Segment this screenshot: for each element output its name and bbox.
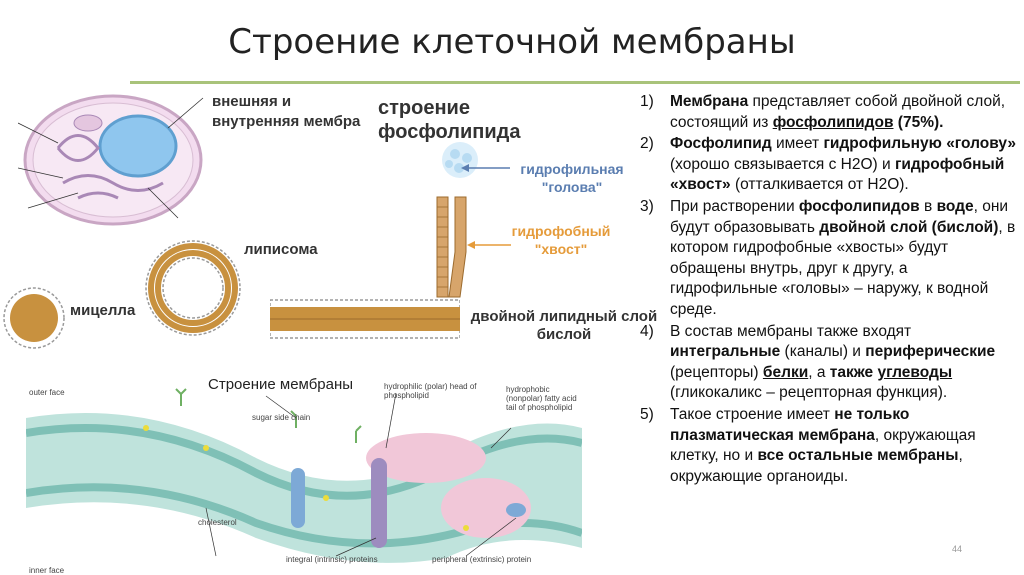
title-divider — [130, 81, 1020, 84]
cholesterol-label: cholesterol — [198, 518, 237, 527]
list-item-number: 3) — [640, 197, 654, 218]
list-item-text: (отталкивается от Н2О). — [731, 176, 909, 193]
list-item-text: Такое строение имеет — [670, 406, 834, 423]
list-item: 1)Мембрана представляет собой двойной сл… — [632, 92, 1018, 133]
outer-inner-membrane-label: внешняя и внутренняя мембра — [212, 92, 372, 132]
list-item-number: 2) — [640, 134, 654, 155]
integral-proteins-label: integral (intrinsic) proteins — [286, 555, 378, 564]
hydrophobic-tail-label: гидрофобный "хвост" — [506, 222, 616, 258]
list-item-text: углеводы — [877, 364, 952, 381]
micelle-illustration — [2, 286, 66, 350]
list-item-text: (гликокаликс – рецепторная функция). — [670, 384, 947, 401]
micelle-label: мицелла — [70, 301, 135, 321]
page-number: 44 — [952, 544, 962, 554]
list-item-text: (каналы) и — [780, 343, 865, 360]
list-item-text: (хорошо связывается с Н2О) и — [670, 156, 895, 173]
list-item-text: белки — [763, 364, 808, 381]
sugar-side-chain-label: sugar side chain — [252, 413, 310, 422]
list-item-number: 1) — [640, 92, 654, 113]
hydrophilic-head-label: гидрофильная "голова" — [512, 160, 632, 196]
list-item-text: Фосфолипид — [670, 135, 772, 152]
list-item-text: (рецепторы) — [670, 364, 763, 381]
list-item-text: фосфолипидов — [773, 114, 894, 131]
outer-face-label: outer face — [29, 388, 65, 397]
peripheral-proteins-label: peripheral (extrinsic) protein — [432, 555, 531, 564]
cell-illustration — [18, 88, 213, 238]
list-item-text: воде — [937, 198, 974, 215]
membrane-facts-list: 1)Мембрана представляет собой двойной сл… — [632, 92, 1018, 488]
list-item-text: фосфолипидов — [799, 198, 920, 215]
list-item: 2) Фосфолипид имеет гидрофильную «голову»… — [632, 134, 1018, 196]
list-item-text: в — [920, 198, 937, 215]
hydrophilic-polar-head-label: hydrophilic (polar) head of phospholipid — [384, 382, 484, 400]
list-item-text: При растворении — [670, 198, 799, 215]
lipid-bilayer-illustration — [270, 298, 460, 340]
list-item-text: гидрофильную «голову» — [823, 135, 1016, 152]
list-item-text: имеет — [772, 135, 824, 152]
page-title: Строение клеточной мембраны — [0, 22, 1024, 62]
liposome-label: липисома — [244, 240, 318, 260]
list-item-text: периферические — [865, 343, 995, 360]
list-item-text: Мембрана — [670, 93, 748, 110]
phospholipid-structure-label: строение фосфолипида — [378, 96, 518, 144]
list-item: 3)При растворении фосфолипидов в воде, о… — [632, 197, 1018, 321]
list-item-text: все остальные мембраны — [757, 447, 958, 464]
list-item-text: также — [830, 364, 878, 381]
list-item-text: (75%). — [893, 114, 943, 131]
list-item-text: интегральные — [670, 343, 780, 360]
list-item-number: 4) — [640, 322, 654, 343]
list-item-text: , а — [808, 364, 830, 381]
list-item: 4) В состав мембраны также входят интегра… — [632, 322, 1018, 404]
phospholipid-illustration — [425, 140, 515, 305]
hydrophobic-tail-en-label: hydrophobic (nonpolar) fatty acid tail o… — [506, 385, 586, 412]
liposome-illustration — [143, 238, 243, 338]
list-item-text: двойной слой (бислой) — [819, 219, 998, 236]
list-item-text: В состав мембраны также входят — [670, 323, 911, 340]
list-item-number: 5) — [640, 405, 654, 426]
list-item: 5)Такое строение имеет не только плазмат… — [632, 405, 1018, 487]
